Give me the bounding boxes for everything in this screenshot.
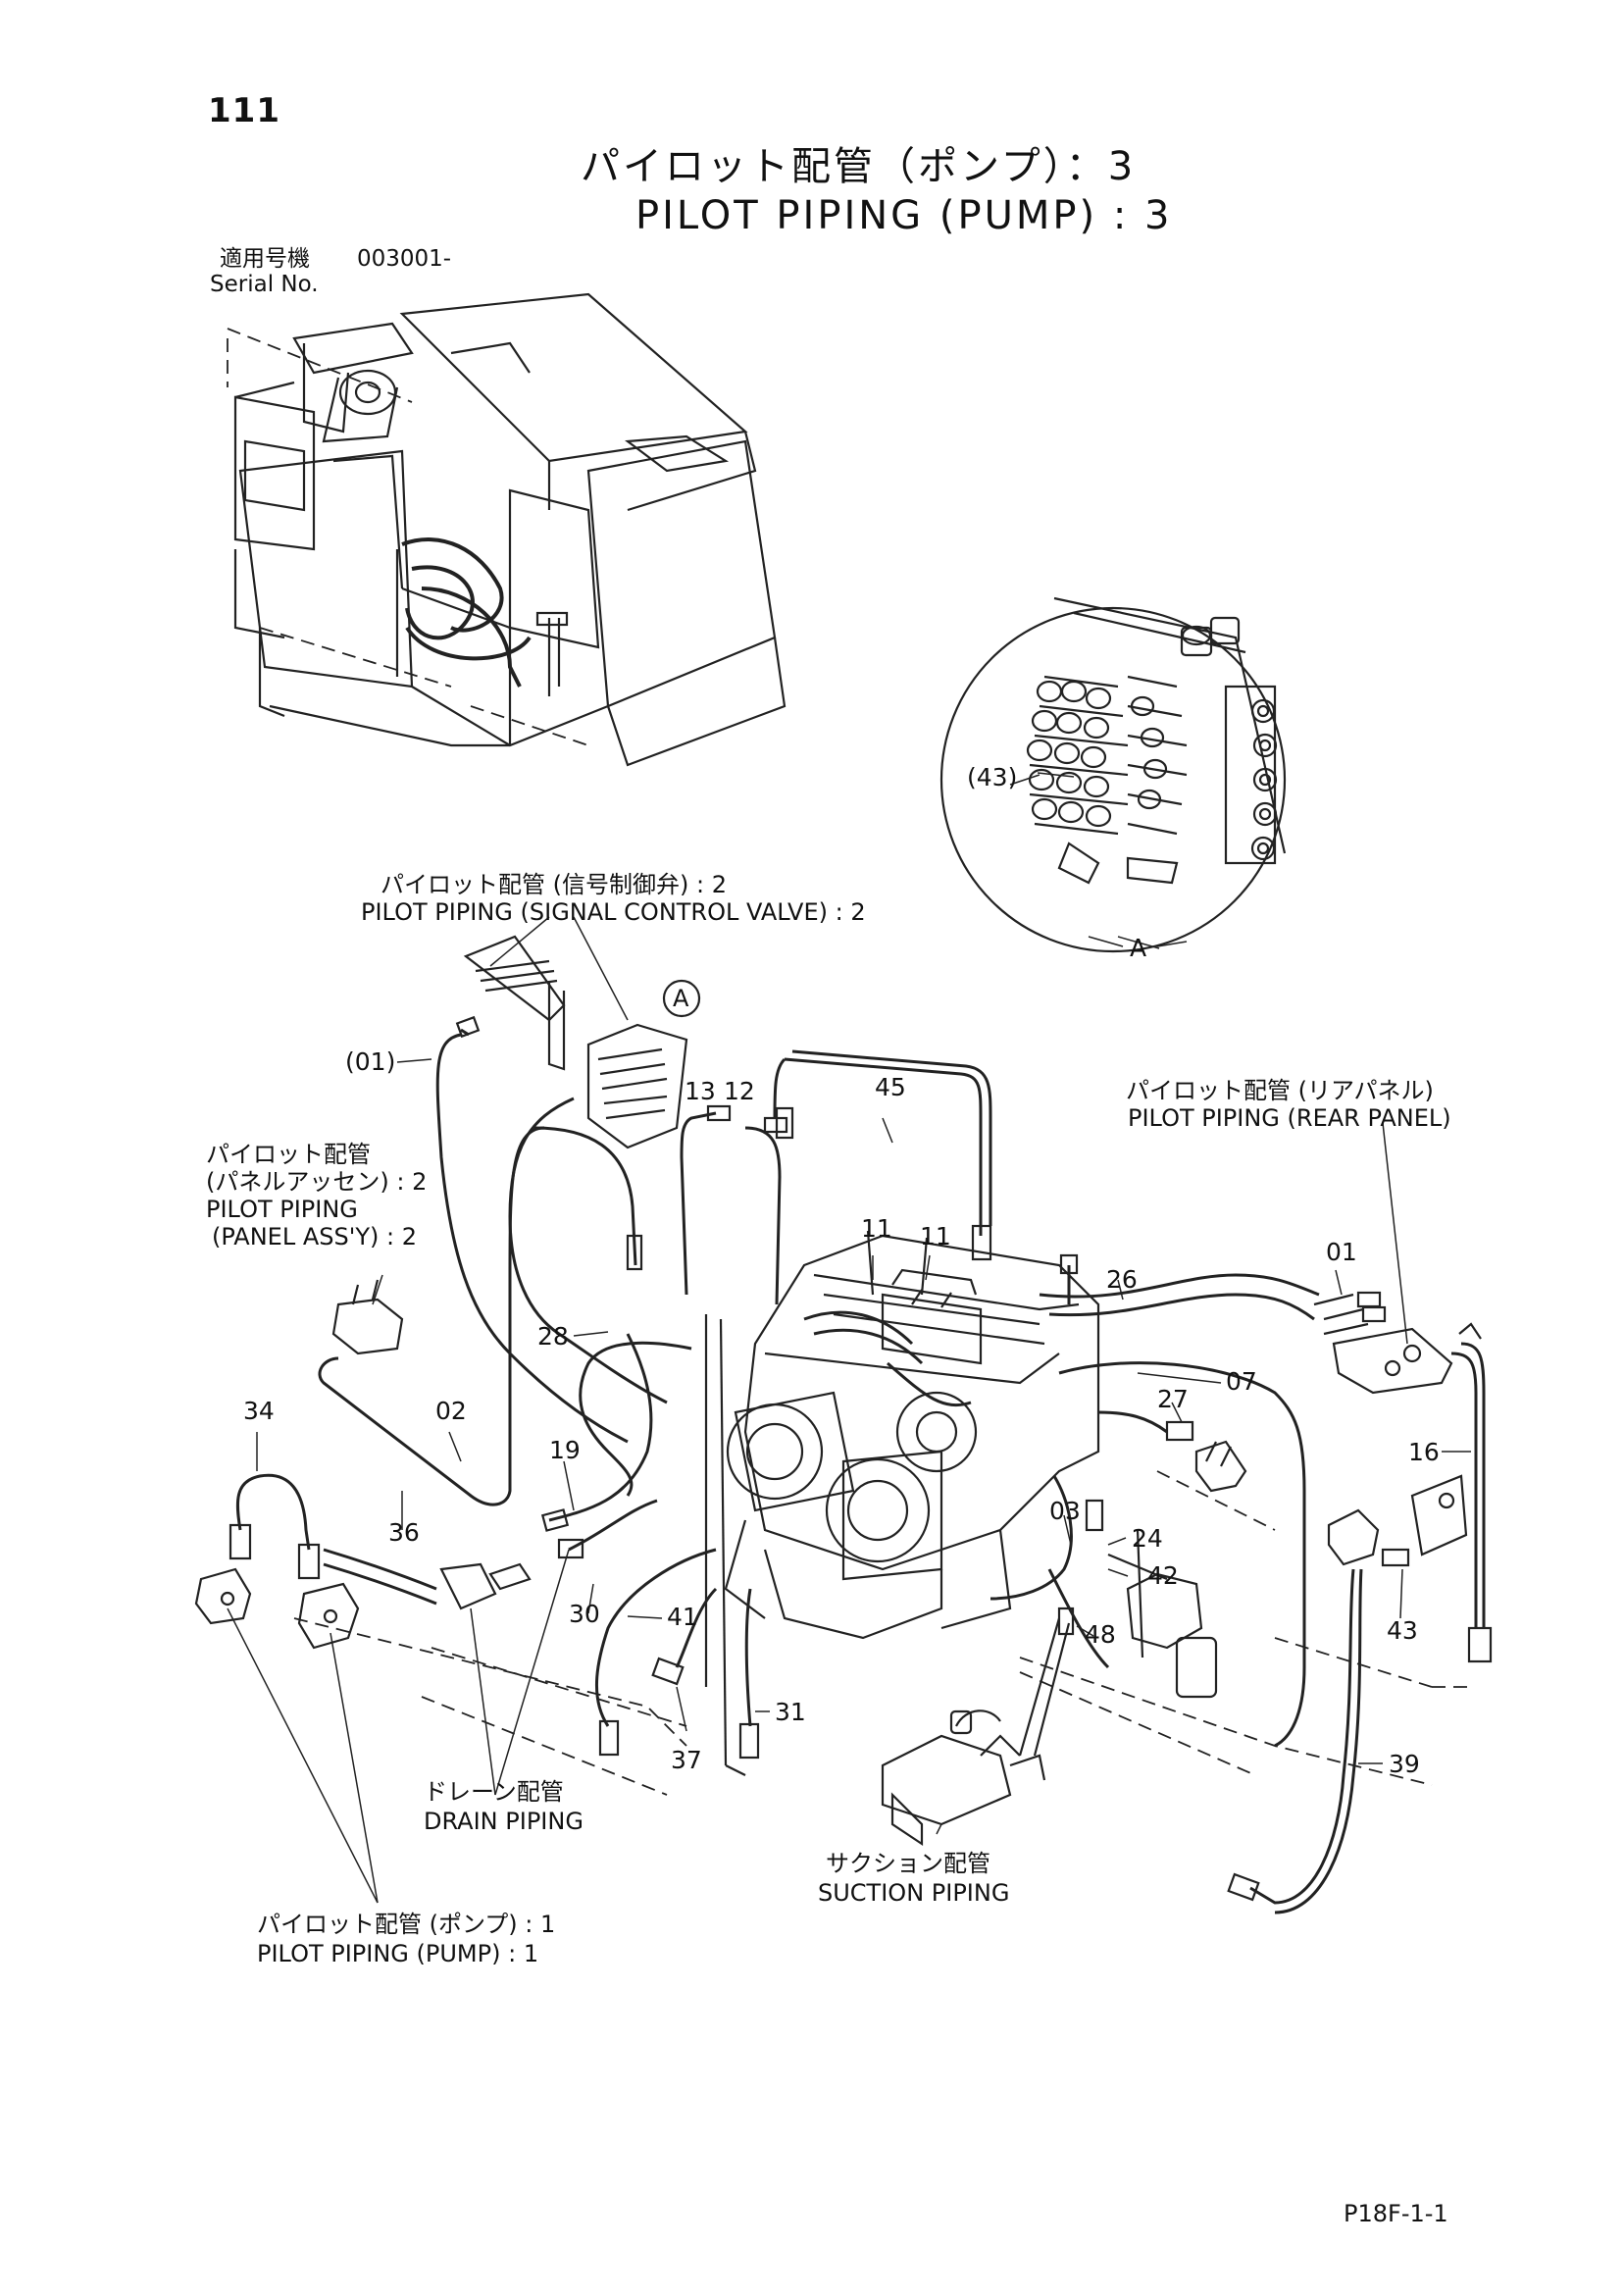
ref-panel-assy-en-line1: PILOT PIPING: [206, 1196, 358, 1223]
title-japanese: パイロット配管（ポンプ）：3: [581, 144, 1137, 189]
callout-34: 34: [243, 1397, 275, 1425]
callout-13: 13: [685, 1077, 716, 1105]
callout-39: 39: [1389, 1750, 1420, 1778]
callout-28: 28: [537, 1322, 569, 1351]
callout-16: 16: [1408, 1438, 1440, 1466]
detail-circle-marker: A: [673, 985, 689, 1012]
callout-11-left: 11: [861, 1214, 892, 1243]
callout-26: 26: [1106, 1265, 1138, 1294]
callout-01-paren: (01): [345, 1047, 396, 1076]
callout-36: 36: [388, 1518, 420, 1547]
ref-rear-panel-jp: パイロット配管 (リアパネル): [1126, 1077, 1434, 1104]
ref-drain-piping-en: DRAIN PIPING: [424, 1808, 584, 1835]
callout-19: 19: [549, 1436, 581, 1464]
ref-panel-assy-jp-line1: パイロット配管: [206, 1141, 371, 1168]
callout-42: 42: [1147, 1561, 1179, 1590]
callout-03: 03: [1049, 1497, 1081, 1525]
serial-number-value: 003001-: [357, 246, 452, 272]
detail-view-label: A: [1130, 934, 1147, 962]
page-number: 111: [208, 91, 280, 130]
callout-30: 30: [569, 1600, 600, 1628]
footer-code: P18F-1-1: [1344, 2200, 1448, 2227]
detail-view-a: [939, 596, 1287, 953]
callout-24: 24: [1132, 1524, 1163, 1553]
ref-suction-piping-jp: サクション配管: [826, 1850, 990, 1877]
callout-45: 45: [875, 1073, 906, 1101]
callout-02: 02: [435, 1397, 467, 1425]
ref-panel-assy-jp-line2: (パネルアッセン) : 2: [206, 1168, 428, 1196]
callout-01: 01: [1326, 1238, 1357, 1266]
machine-overview-illustration: [227, 292, 787, 767]
callout-11-right: 11: [920, 1222, 951, 1250]
ref-rear-panel-en: PILOT PIPING (REAR PANEL): [1128, 1104, 1451, 1132]
callout-12: 12: [724, 1077, 755, 1105]
main-assembly-illustration: [194, 916, 1493, 1914]
callout-41: 41: [667, 1603, 698, 1631]
callout-31: 31: [775, 1698, 806, 1726]
serial-label-japanese: 適用号機: [220, 246, 310, 272]
valve-fittings-stack: [1026, 675, 1188, 836]
detail-part-ref-43: (43): [967, 763, 1018, 791]
ref-signal-control-valve-en: PILOT PIPING (SIGNAL CONTROL VALVE) : 2: [361, 898, 866, 926]
serial-label-english: Serial No.: [210, 272, 319, 297]
callout-leader-lines: [256, 772, 1471, 1764]
callout-07: 07: [1226, 1367, 1257, 1396]
callout-43: 43: [1387, 1616, 1418, 1645]
valve-ports-column: [1224, 685, 1278, 865]
ref-signal-control-valve-jp: パイロット配管 (信号制御弁) : 2: [381, 871, 727, 898]
ref-panel-assy-en-line2: (PANEL ASS'Y) : 2: [212, 1223, 417, 1250]
ref-pilot-piping-pump1-jp: パイロット配管 (ポンプ) : 1: [257, 1911, 556, 1938]
ref-suction-piping-en: SUCTION PIPING: [818, 1879, 1010, 1907]
title-english: PILOT PIPING (PUMP) : 3: [635, 193, 1173, 238]
callout-27: 27: [1157, 1385, 1189, 1413]
ref-pilot-piping-pump1-en: PILOT PIPING (PUMP) : 1: [257, 1940, 539, 1967]
ref-drain-piping-jp: ドレーン配管: [424, 1778, 564, 1806]
callout-48: 48: [1085, 1620, 1116, 1649]
callout-37: 37: [671, 1746, 702, 1774]
